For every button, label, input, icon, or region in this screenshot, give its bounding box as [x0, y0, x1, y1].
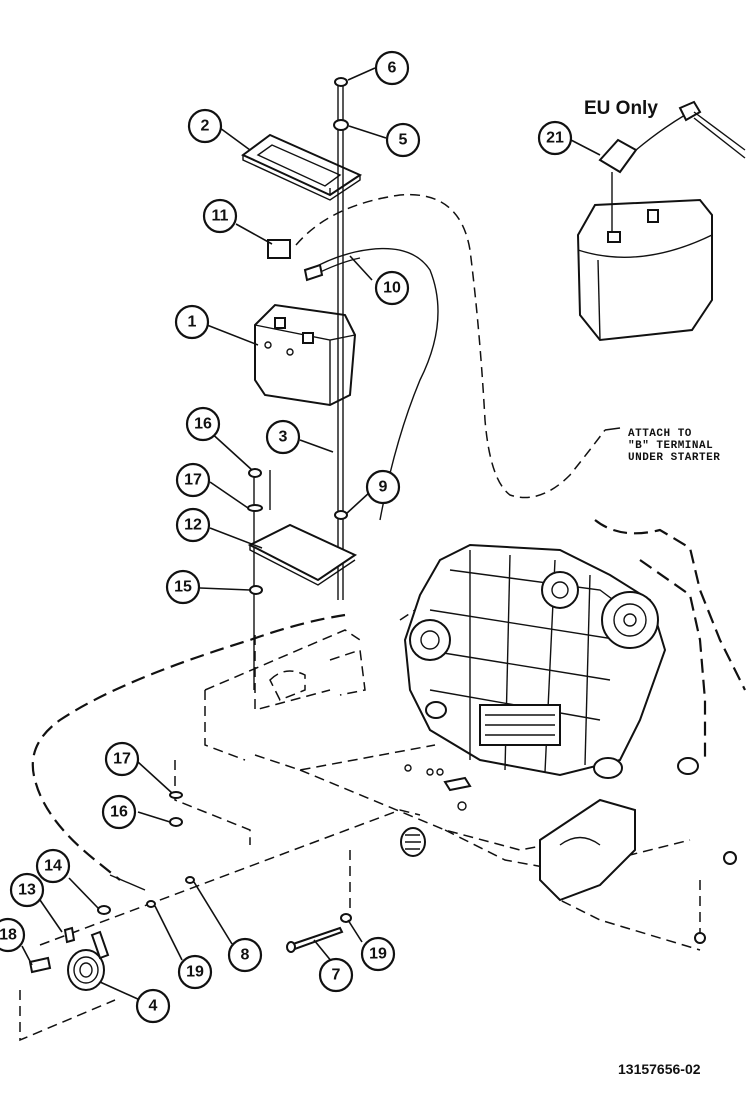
callout-16-upper: 16 — [185, 406, 221, 442]
svg-text:3: 3 — [279, 429, 288, 446]
frame-hardware — [400, 764, 737, 944]
note-line-3: UNDER STARTER — [628, 452, 720, 464]
callout-14: 14 — [35, 848, 71, 884]
svg-text:1: 1 — [188, 314, 197, 331]
svg-text:7: 7 — [332, 967, 341, 984]
battery — [254, 303, 357, 407]
attach-note: ATTACH TO "B" TERMINAL UNDER STARTER — [628, 428, 720, 464]
callout-11: 11 — [202, 198, 238, 234]
callouts: 6 5 2 11 10 1 16 3 17 9 12 15 21 17 16 1… — [0, 50, 573, 1024]
note-line-2: "B" TERMINAL — [628, 440, 713, 452]
callout-5: 5 — [385, 122, 421, 158]
callout-4: 4 — [135, 988, 171, 1024]
callout-17-upper: 17 — [175, 462, 211, 498]
callout-7: 7 — [318, 957, 354, 993]
svg-text:17: 17 — [184, 472, 202, 489]
callout-10: 10 — [374, 270, 410, 306]
svg-text:15: 15 — [174, 579, 192, 596]
callout-18: 18 — [0, 917, 26, 953]
svg-text:6: 6 — [388, 60, 397, 77]
callout-19-left: 19 — [177, 954, 213, 990]
svg-text:21: 21 — [546, 130, 564, 147]
svg-text:8: 8 — [241, 947, 250, 964]
svg-text:5: 5 — [399, 132, 408, 149]
callout-1: 1 — [174, 304, 210, 340]
battery-hold-down — [241, 133, 363, 201]
callout-2: 2 — [187, 108, 223, 144]
svg-text:18: 18 — [0, 927, 17, 944]
svg-text:11: 11 — [212, 208, 229, 225]
callout-3: 3 — [265, 419, 301, 455]
note-line-1: ATTACH TO — [628, 428, 692, 440]
callout-16-lower: 16 — [101, 794, 137, 830]
callout-21: 21 — [537, 120, 573, 156]
callout-15: 15 — [165, 569, 201, 605]
callout-19-right: 19 — [360, 936, 396, 972]
svg-text:12: 12 — [184, 517, 202, 534]
svg-text:4: 4 — [149, 998, 158, 1015]
svg-text:19: 19 — [369, 946, 387, 963]
leader-lines — [21, 67, 621, 1001]
callout-13: 13 — [9, 872, 45, 908]
callout-12: 12 — [175, 507, 211, 543]
callout-6: 6 — [374, 50, 410, 86]
eu-battery — [576, 100, 746, 342]
bolt-assembly-right — [286, 913, 352, 953]
battery-cables — [267, 193, 606, 521]
lower-hardware — [169, 791, 183, 827]
bracket-plate — [247, 523, 358, 586]
horn-assembly — [28, 874, 195, 991]
eu-only-label: EU Only — [584, 98, 658, 119]
svg-text:9: 9 — [379, 479, 388, 496]
svg-text:16: 16 — [110, 804, 128, 821]
svg-text:17: 17 — [113, 751, 131, 768]
callout-8: 8 — [227, 937, 263, 973]
svg-text:19: 19 — [186, 964, 204, 981]
engine — [403, 543, 699, 779]
svg-text:2: 2 — [201, 118, 210, 135]
svg-text:10: 10 — [383, 280, 401, 297]
svg-text:14: 14 — [44, 858, 62, 875]
svg-text:16: 16 — [194, 416, 212, 433]
callout-17-lower: 17 — [104, 741, 140, 777]
upper-hardware — [247, 468, 263, 595]
figure-number: 13157656-02 — [618, 1061, 701, 1077]
callout-9: 9 — [365, 469, 401, 505]
svg-text:13: 13 — [18, 882, 36, 899]
